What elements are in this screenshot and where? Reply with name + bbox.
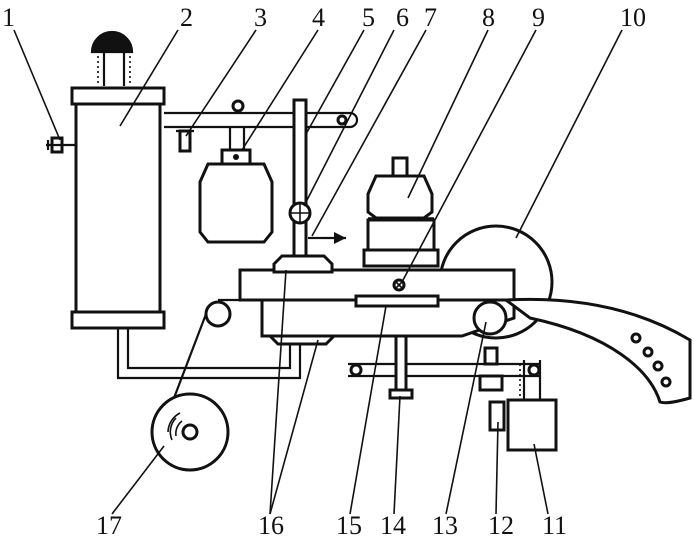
- pipe-line: [116, 328, 302, 380]
- flexible-strip: [501, 297, 692, 405]
- side-valve: [46, 136, 76, 154]
- label-9: 9: [532, 3, 545, 32]
- label-11: 11: [542, 511, 567, 540]
- vertical-spindle: [288, 98, 346, 264]
- number-labels: 1 2 3 4 5 6 7 8 9 10 11 12 13 14 15 16 1…: [2, 3, 646, 540]
- label-14: 14: [380, 511, 406, 540]
- lower-linkage: [348, 334, 558, 452]
- label-1: 1: [2, 3, 15, 32]
- leader-lines: [13, 29, 623, 515]
- label-10: 10: [620, 3, 646, 32]
- label-16: 16: [258, 511, 284, 540]
- label-5: 5: [362, 3, 375, 32]
- small-roller: [472, 300, 508, 336]
- main-frame-plate: [238, 268, 516, 338]
- label-8: 8: [482, 3, 495, 32]
- label-2: 2: [180, 3, 193, 32]
- label-6: 6: [396, 3, 409, 32]
- drive-motor: [362, 156, 440, 268]
- label-15: 15: [336, 511, 362, 540]
- label-13: 13: [432, 511, 458, 540]
- label-7: 7: [424, 3, 437, 32]
- cylinder-tank: [70, 30, 166, 330]
- rotary-hubs: [266, 254, 338, 346]
- label-17: 17: [96, 511, 122, 540]
- hanging-weight: [198, 127, 274, 244]
- label-4: 4: [312, 3, 325, 32]
- label-12: 12: [488, 511, 514, 540]
- label-3: 3: [254, 3, 267, 32]
